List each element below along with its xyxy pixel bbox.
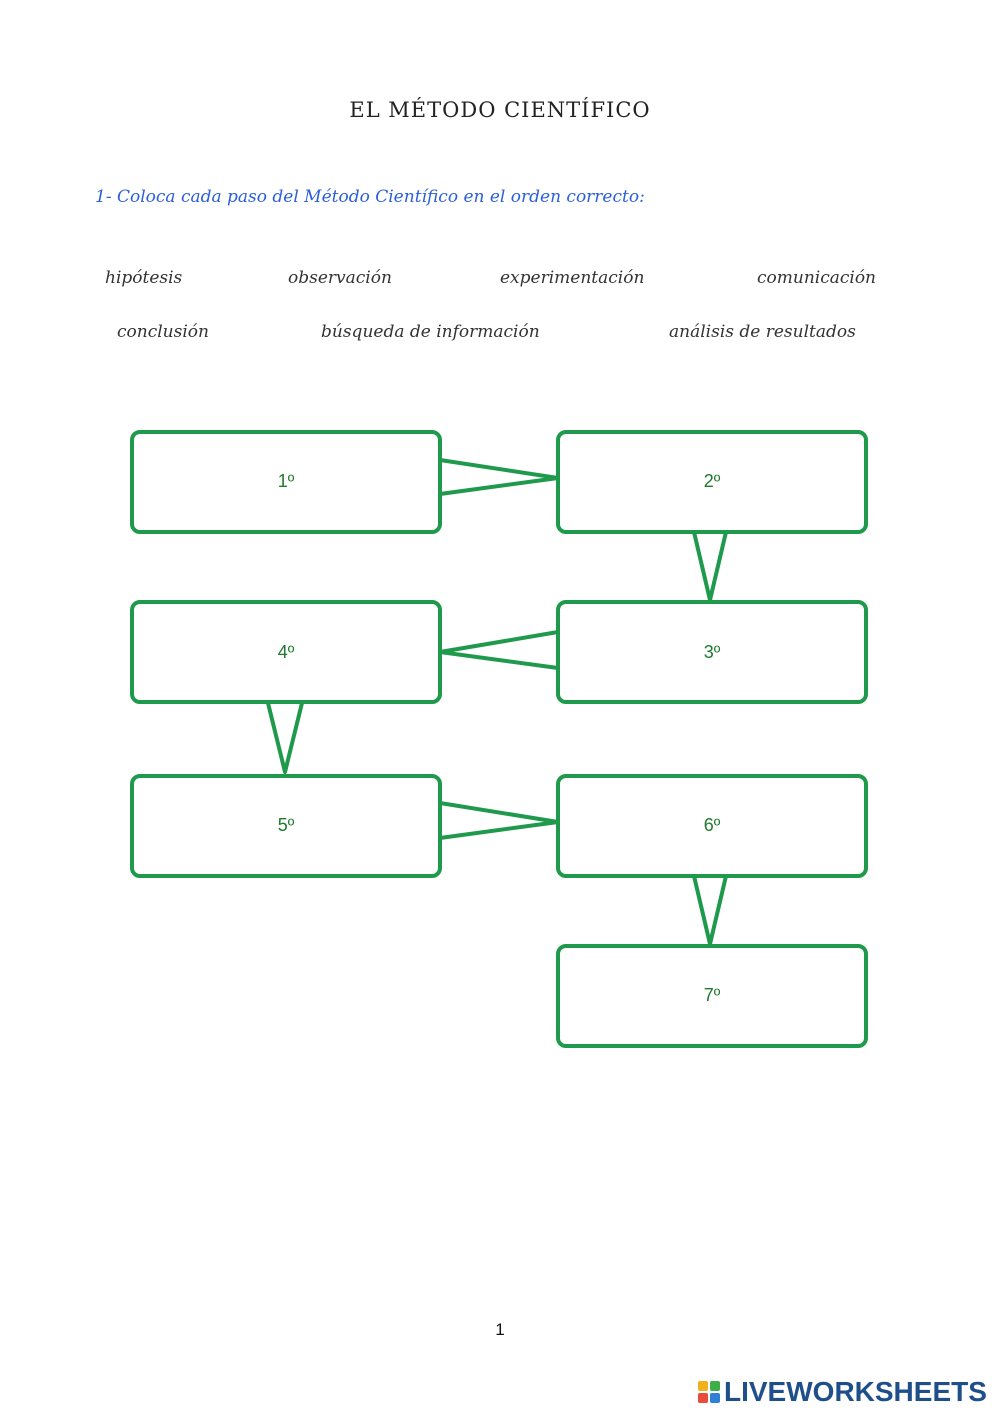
step-box-6[interactable] bbox=[556, 774, 868, 878]
connector-arrow bbox=[438, 630, 560, 670]
step-box-7[interactable] bbox=[556, 944, 868, 1048]
page-title: EL MÉTODO CIENTÍFICO bbox=[349, 98, 651, 122]
connector-arrow bbox=[438, 458, 560, 496]
step-label-4: 4º bbox=[277, 642, 295, 662]
connector-arrow bbox=[438, 801, 560, 840]
step-label-2: 2º bbox=[703, 471, 721, 491]
word-bank-item[interactable]: conclusión bbox=[117, 322, 209, 342]
step-box-2[interactable] bbox=[556, 430, 868, 534]
brand-footer: LIVEWORKSHEETS bbox=[698, 1375, 987, 1409]
step-box-1[interactable] bbox=[130, 430, 442, 534]
step-label-7: 7º bbox=[703, 985, 721, 1005]
step-box-3[interactable] bbox=[556, 600, 868, 704]
brand-name: LIVEWORKSHEETS bbox=[724, 1376, 987, 1407]
word-bank-item[interactable]: búsqueda de información bbox=[321, 322, 540, 342]
step-box-4[interactable] bbox=[130, 600, 442, 704]
step-label-5: 5º bbox=[277, 815, 295, 835]
connector-arrow bbox=[692, 530, 728, 602]
word-bank-item[interactable]: comunicación bbox=[757, 268, 877, 288]
word-bank-item[interactable]: análisis de resultados bbox=[669, 322, 856, 342]
step-label-1: 1º bbox=[277, 471, 295, 491]
step-label-6: 6º bbox=[703, 815, 721, 835]
word-bank-item[interactable]: experimentación bbox=[500, 268, 645, 288]
connector-arrow bbox=[266, 701, 304, 774]
connector-arrow bbox=[692, 874, 728, 946]
step-box-5[interactable] bbox=[130, 774, 442, 878]
word-bank-item[interactable]: observación bbox=[288, 268, 392, 288]
instruction-text: 1- Coloca cada paso del Método Científic… bbox=[95, 187, 645, 207]
word-bank-item[interactable]: hipótesis bbox=[105, 268, 183, 288]
brand-logo-icon bbox=[698, 1381, 720, 1403]
page-number: 1 bbox=[495, 1320, 505, 1339]
step-label-3: 3º bbox=[703, 642, 721, 662]
